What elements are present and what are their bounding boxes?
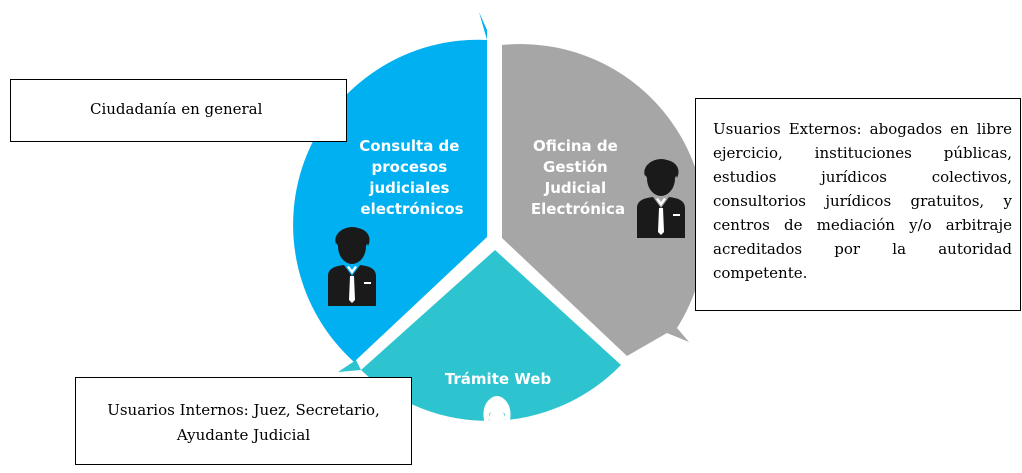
male-user-icon xyxy=(328,226,376,306)
segment-tramite-label: Trámite Web xyxy=(445,370,552,388)
segment-oficina-label: Oficina de Gestión Judicial Electrónica xyxy=(531,137,625,218)
segment-tramite-arrow xyxy=(338,360,361,372)
segment-tramite xyxy=(361,250,621,421)
segment-oficina xyxy=(502,44,706,357)
box-internal-users-text: Usuarios Internos: Juez, Secretario, Ayu… xyxy=(107,401,380,444)
box-external-users: Usuarios Externos: abogados en libre eje… xyxy=(695,98,1021,311)
box-internal-users: Usuarios Internos: Juez, Secretario, Ayu… xyxy=(75,377,412,465)
box-citizens: Ciudadanía en general xyxy=(10,79,347,142)
male-user-icon xyxy=(637,158,685,238)
segment-consulta-label: Consulta de procesos judiciales electrón… xyxy=(359,137,464,218)
judge-icon xyxy=(471,396,517,454)
box-external-users-text: Usuarios Externos: abogados en libre eje… xyxy=(713,120,1012,282)
box-citizens-text: Ciudadanía en general xyxy=(90,100,263,118)
